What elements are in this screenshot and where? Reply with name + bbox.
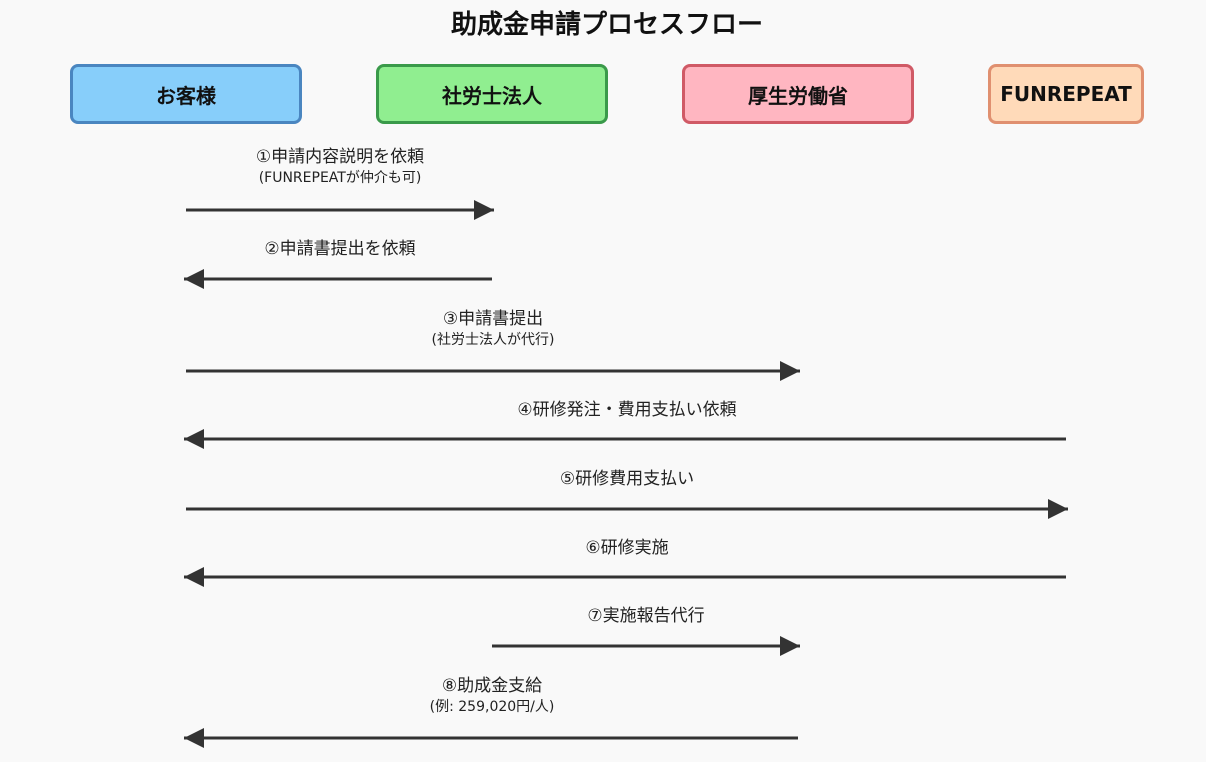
step-6-label: ⑥研修実施	[585, 538, 669, 558]
actor-labor-firm: 社労士法人	[376, 64, 608, 124]
step-2-label-group: ②申請書提出を依頼	[264, 238, 415, 260]
step-5-label-group: ⑤研修費用支払い	[560, 468, 694, 490]
step-4-label-group: ④研修発注・費用支払い依頼	[517, 399, 736, 421]
step-6-label-group: ⑥研修実施	[585, 537, 668, 559]
step-2-label: ②申請書提出を依頼	[264, 239, 416, 259]
actor-labor-firm-label: 社労士法人	[442, 83, 542, 108]
step-1-label-group: ①申請内容説明を依頼 (FUNREPEATが仲介も可)	[256, 146, 424, 188]
step-3-label-group: ③申請書提出 (社労士法人が代行)	[432, 308, 555, 350]
actor-ministry-label: 厚生労働省	[748, 83, 848, 108]
step-7-label: ⑦実施報告代行	[587, 606, 705, 626]
diagram-title: 助成金申請プロセスフロー	[450, 10, 763, 40]
step-1-label: ①申請内容説明を依頼	[255, 147, 425, 167]
step-8-label: ⑧助成金支給	[441, 676, 543, 696]
step-8-label-group: ⑧助成金支給 (例: 259,020円/人)	[430, 675, 555, 717]
step-3-label: ③申請書提出	[442, 309, 544, 329]
step-8-note: (例: 259,020円/人)	[429, 699, 555, 715]
step-5-label: ⑤研修費用支払い	[559, 469, 695, 489]
step-4-label: ④研修発注・費用支払い依頼	[517, 400, 737, 420]
actor-customer: お客様	[70, 64, 302, 124]
step-3-note: (社労士法人が代行)	[431, 332, 555, 348]
actor-customer-label: お客様	[156, 83, 216, 108]
actor-funrepeat-label: FUNREPEAT	[1000, 82, 1132, 106]
actor-funrepeat: FUNREPEAT	[988, 64, 1144, 124]
step-1-note: (FUNREPEATが仲介も可)	[258, 170, 422, 186]
actor-ministry: 厚生労働省	[682, 64, 914, 124]
step-7-label-group: ⑦実施報告代行	[587, 605, 704, 627]
